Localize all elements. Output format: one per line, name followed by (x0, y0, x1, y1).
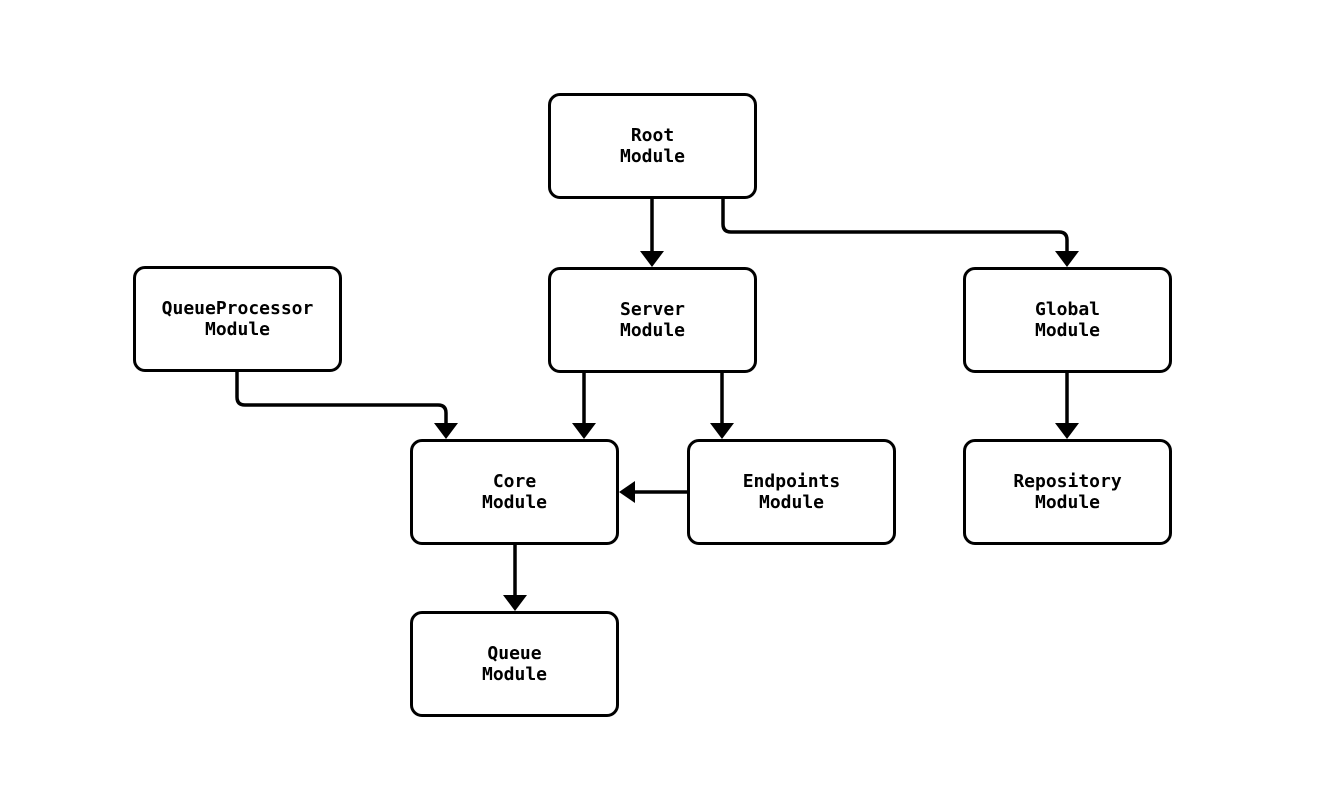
node-label-line1: Global (1034, 299, 1101, 320)
node-label-line2: Module (619, 320, 686, 341)
node-label-line2: Module (1034, 492, 1101, 513)
node-label-line1: Endpoints (742, 471, 841, 492)
arrowhead-down-icon (572, 423, 596, 439)
node-label-line1: Server (619, 299, 686, 320)
arrowhead-down-icon (434, 423, 458, 439)
node-label-line2: Module (481, 664, 548, 685)
node-label-line1: Root (630, 125, 675, 146)
node-label-line1: Repository (1013, 471, 1122, 492)
arrowhead-down-icon (1055, 251, 1079, 267)
arrowhead-down-icon (503, 595, 527, 611)
node-server-module: Server Module (548, 267, 757, 373)
node-global-module: Global Module (963, 267, 1172, 373)
arrowhead-left-icon (619, 481, 635, 503)
node-label-line1: Queue (487, 643, 542, 664)
edge-global-to-repository (1055, 373, 1079, 439)
edge-server-to-endpoints (710, 372, 734, 439)
node-endpoints-module: Endpoints Module (687, 439, 896, 545)
arrowhead-down-icon (640, 251, 664, 267)
node-queueprocessor-module: QueueProcessor Module (133, 266, 342, 372)
node-label-line1: QueueProcessor (161, 298, 314, 319)
node-queue-module: Queue Module (410, 611, 619, 717)
arrowhead-down-icon (710, 423, 734, 439)
edge-root-to-server (640, 199, 664, 267)
edge-endpoints-to-core (619, 481, 687, 503)
arrowhead-down-icon (1055, 423, 1079, 439)
node-core-module: Core Module (410, 439, 619, 545)
edge-server-to-core (572, 372, 596, 439)
edge-root-to-global (721, 199, 1079, 267)
node-label-line2: Module (204, 319, 271, 340)
node-label-line2: Module (481, 492, 548, 513)
edge-core-to-queue (503, 545, 527, 611)
node-root-module: Root Module (548, 93, 757, 199)
node-repository-module: Repository Module (963, 439, 1172, 545)
node-label-line2: Module (1034, 320, 1101, 341)
node-label-line1: Core (492, 471, 537, 492)
edge-queueprocessor-to-core (235, 372, 458, 439)
node-label-line2: Module (758, 492, 825, 513)
node-label-line2: Module (619, 146, 686, 167)
